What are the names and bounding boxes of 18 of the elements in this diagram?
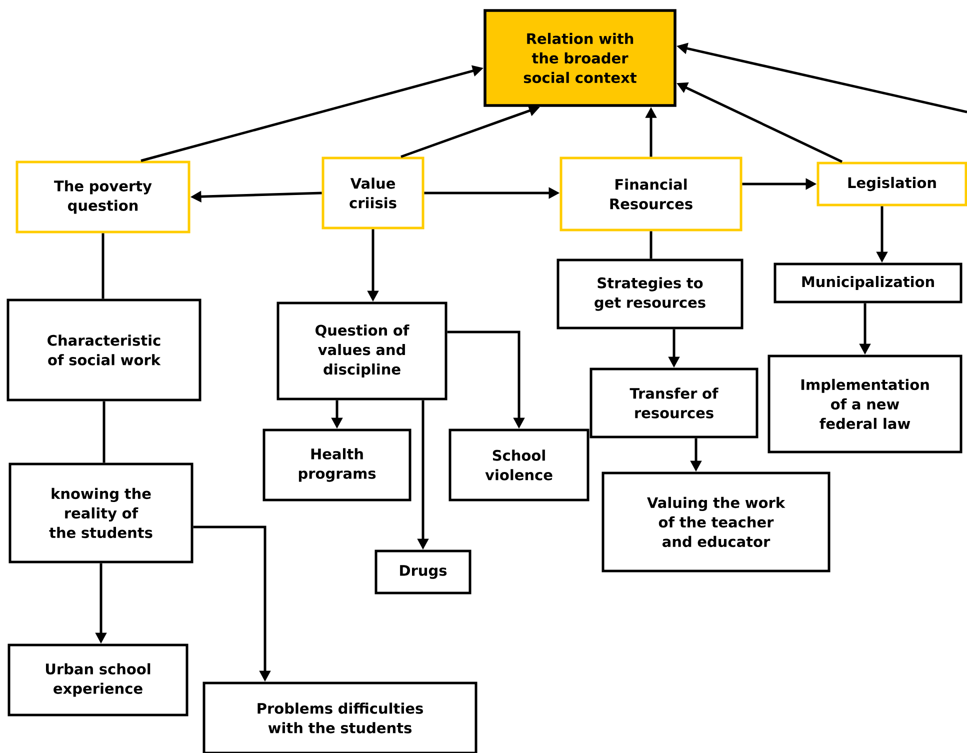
subtopic-box: Urban school experience <box>8 644 188 716</box>
subtopic-box: Health programs <box>262 428 412 502</box>
subtopic-box: Problems difficulties with the students <box>202 682 478 753</box>
topic-box: Value criisis <box>322 156 424 230</box>
subtopic-box: Transfer of resources <box>590 368 758 438</box>
subtopic-box: Characteristic of social work <box>6 298 202 402</box>
topic-box: Financial Resources <box>560 156 742 232</box>
topic-box: Legislation <box>816 162 967 206</box>
subtopic-box: Valuing the work of the teacher and educator <box>602 472 830 572</box>
subtopic-box: Municipalization <box>774 262 962 304</box>
subtopic-box: Question of values and discipline <box>276 302 448 400</box>
topic-box: Relation with the broader social context <box>484 9 676 107</box>
subtopic-box: Drugs <box>374 550 472 594</box>
subtopic-box: Strategies to get resources <box>556 258 744 330</box>
subtopic-box: knowing the reality of the students <box>8 462 194 564</box>
subtopic-box: Implementation of a new federal law <box>768 354 962 454</box>
topic-box: The poverty question <box>16 160 190 234</box>
subtopic-box: School violence <box>448 428 590 502</box>
